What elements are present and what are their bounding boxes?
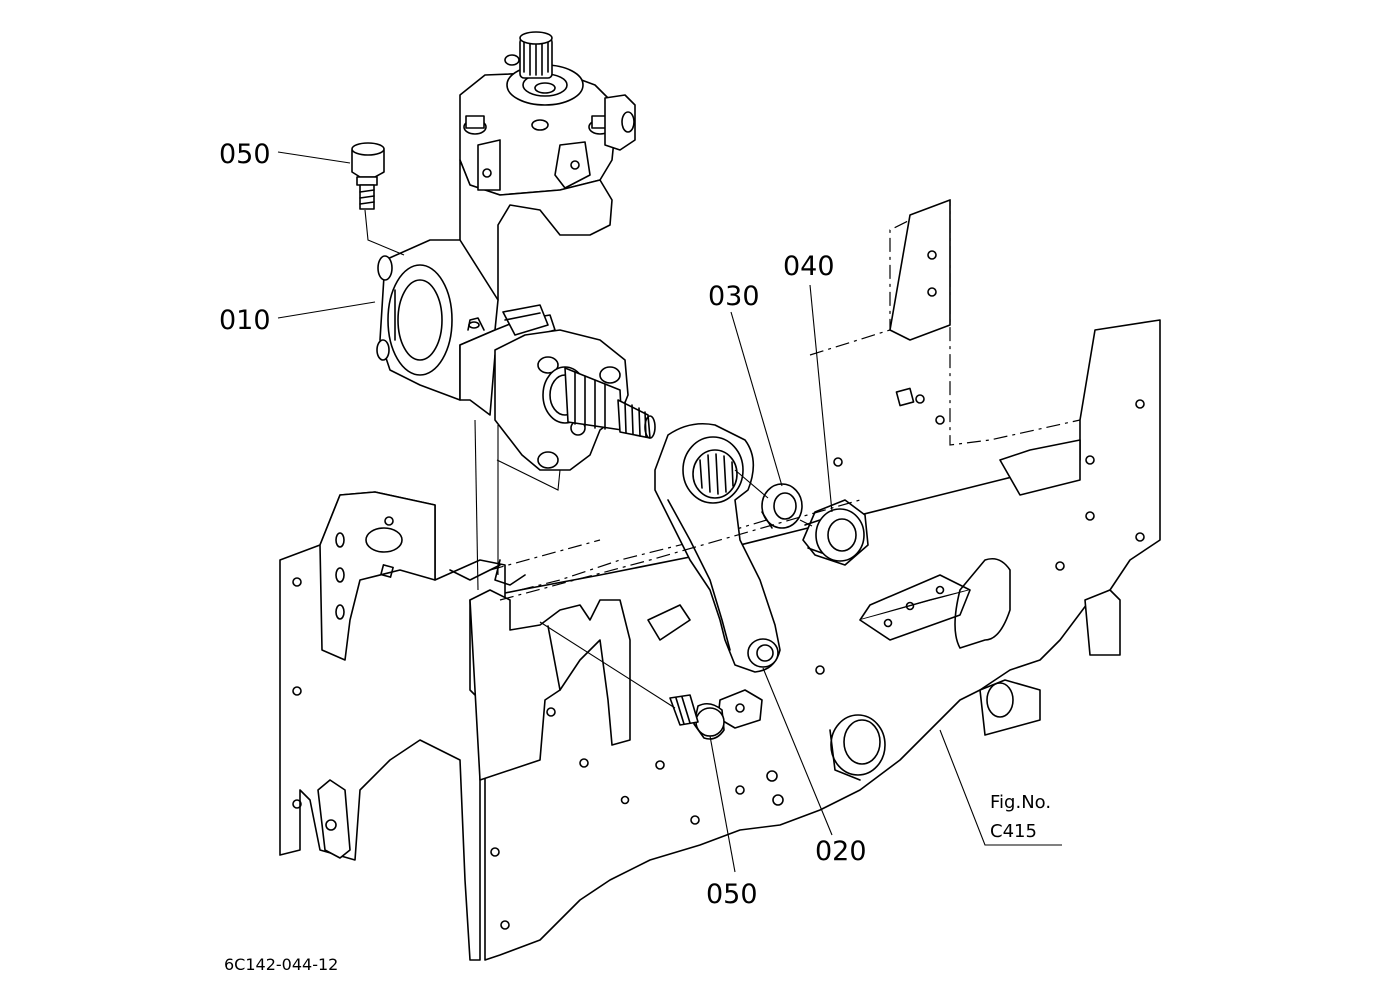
callout-050-top: 050 — [219, 139, 271, 170]
right-frame — [469, 199, 1161, 961]
callout-040: 040 — [783, 251, 835, 282]
figure-ref-label: Fig.No. — [990, 792, 1051, 813]
nut-040[interactable] — [802, 499, 869, 566]
figure-ref-number[interactable]: C415 — [990, 821, 1037, 842]
callout-020: 020 — [815, 836, 867, 867]
callout-030: 030 — [708, 281, 760, 312]
callout-050-bottom: 050 — [706, 879, 758, 910]
bolt-050-top[interactable] — [351, 142, 385, 210]
drawing-number: 6C142-044-12 — [224, 955, 338, 974]
steering-gear-box-010[interactable] — [376, 31, 656, 471]
assembly-lines — [364, 209, 861, 709]
pitman-arm-020[interactable] — [654, 422, 781, 673]
leader-lines — [277, 151, 1062, 873]
lock-washer-030[interactable] — [761, 483, 803, 529]
left-frame — [279, 491, 691, 961]
bolt-050-bottom[interactable] — [669, 689, 763, 740]
callout-010: 010 — [219, 305, 271, 336]
